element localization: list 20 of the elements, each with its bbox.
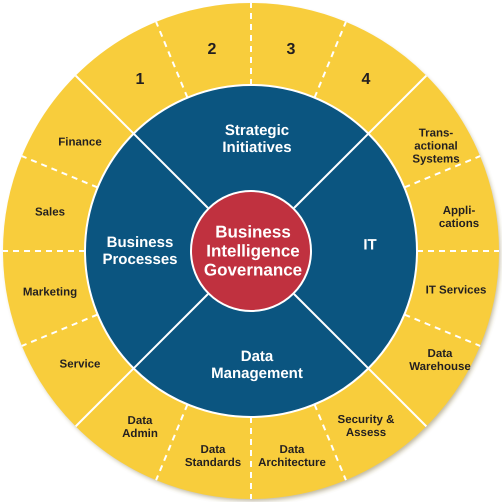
segment-label: Marketing xyxy=(22,286,78,300)
quadrant-label: Business Processes xyxy=(90,235,190,269)
segment-label: Finance xyxy=(58,136,102,150)
segment-label: Appli-cations xyxy=(436,205,482,231)
segment-label: Data Architecture xyxy=(249,444,335,470)
segment-label: Trans-actional Systems xyxy=(406,128,466,166)
quadrant-label: IT xyxy=(363,238,377,254)
quadrant-label: Data Management xyxy=(197,349,317,383)
segment-number: 3 xyxy=(286,41,296,59)
segment-number: 4 xyxy=(362,71,370,89)
segment-label: Data Standards xyxy=(178,444,248,470)
segment-label: Service xyxy=(60,358,100,372)
segment-number: 2 xyxy=(208,41,216,59)
quadrant-label: Strategic Initiatives xyxy=(207,123,307,157)
segment-number: 1 xyxy=(136,71,144,89)
segment-label: Data Warehouse xyxy=(403,348,477,374)
segment-label: Security & Assess xyxy=(330,414,402,440)
segment-label: IT Services xyxy=(426,284,486,298)
segment-label: Sales xyxy=(34,206,66,220)
segment-label: Data Admin xyxy=(117,415,163,441)
